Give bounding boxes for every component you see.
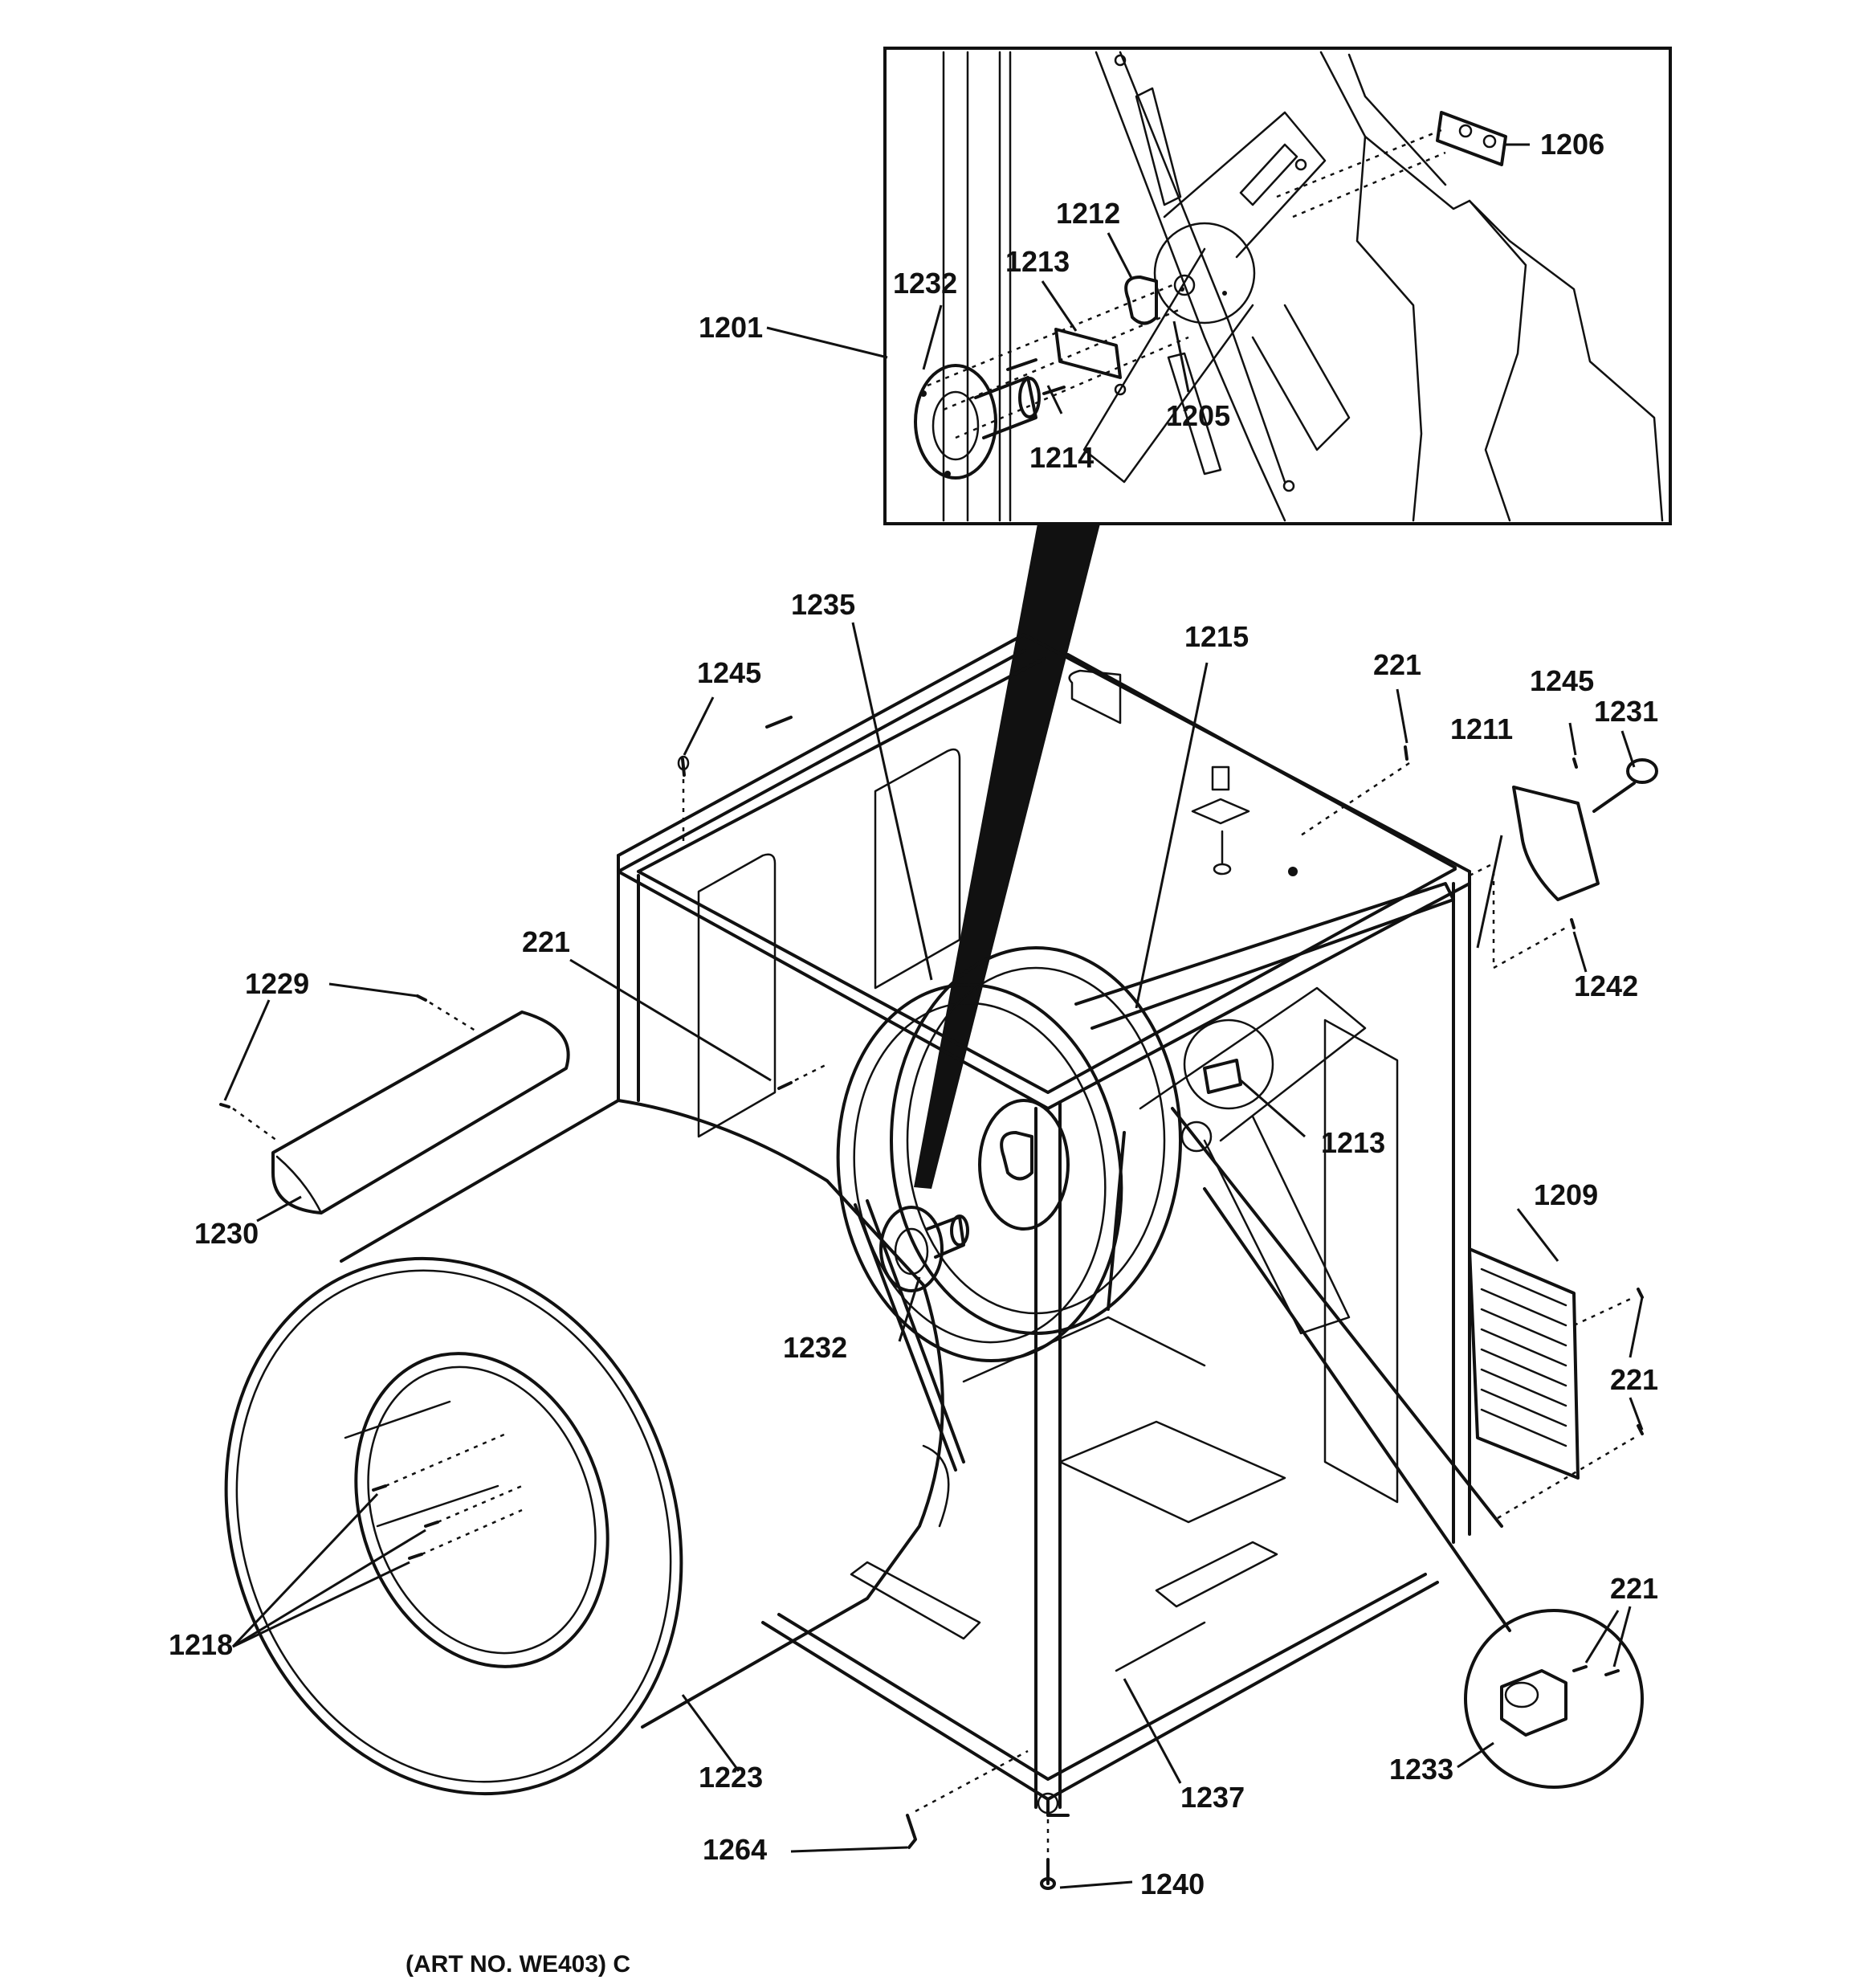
callout-1230: 1230 xyxy=(194,1217,259,1250)
callout-1232-inset: 1232 xyxy=(893,267,957,300)
leader-lines xyxy=(223,143,1644,1889)
callout-1211: 1211 xyxy=(1450,712,1513,745)
rear-components xyxy=(677,716,1658,1890)
callout-1229: 1229 xyxy=(245,967,309,1000)
callout-1214: 1214 xyxy=(1029,441,1094,474)
callout-1231: 1231 xyxy=(1594,695,1658,728)
callout-1201: 1201 xyxy=(699,311,763,344)
callout-1206: 1206 xyxy=(1540,128,1604,161)
callout-1205: 1205 xyxy=(1166,399,1230,432)
drum xyxy=(224,1099,950,1796)
callout-221-top: 221 xyxy=(1373,648,1421,681)
front-bulkhead xyxy=(836,946,1182,1472)
callout-1232-main: 1232 xyxy=(783,1331,847,1364)
callout-1245-right: 1245 xyxy=(1530,664,1594,697)
callout-1264: 1264 xyxy=(703,1833,767,1866)
callout-1213-rear: 1213 xyxy=(1321,1126,1385,1159)
inset-detail xyxy=(883,47,1672,525)
detail-pointer-wedge xyxy=(914,524,1100,1189)
callout-labels: 1201 1205 1206 1209 1211 1212 1213 1213 … xyxy=(169,128,1658,1900)
callout-1223: 1223 xyxy=(699,1761,763,1794)
callout-1245-left: 1245 xyxy=(697,656,761,689)
callout-1209: 1209 xyxy=(1534,1178,1598,1211)
callout-1240: 1240 xyxy=(1140,1868,1205,1900)
callout-1215: 1215 xyxy=(1184,620,1249,653)
callout-1242: 1242 xyxy=(1574,970,1638,1002)
drum-baffle xyxy=(219,994,570,1214)
callout-1218: 1218 xyxy=(169,1628,233,1661)
callout-1213-inset: 1213 xyxy=(1005,245,1070,278)
callout-1233: 1233 xyxy=(1389,1753,1453,1786)
cabinet-frame xyxy=(617,633,1503,1817)
art-number-caption: (ART NO. WE403) C xyxy=(406,1951,630,1978)
callout-221-mid: 221 xyxy=(522,925,570,958)
callout-1212: 1212 xyxy=(1056,197,1120,230)
callout-221-bottom: 221 xyxy=(1610,1572,1658,1605)
callout-1237: 1237 xyxy=(1180,1781,1245,1814)
callout-1235: 1235 xyxy=(791,588,855,621)
callout-221-right: 221 xyxy=(1610,1363,1658,1396)
